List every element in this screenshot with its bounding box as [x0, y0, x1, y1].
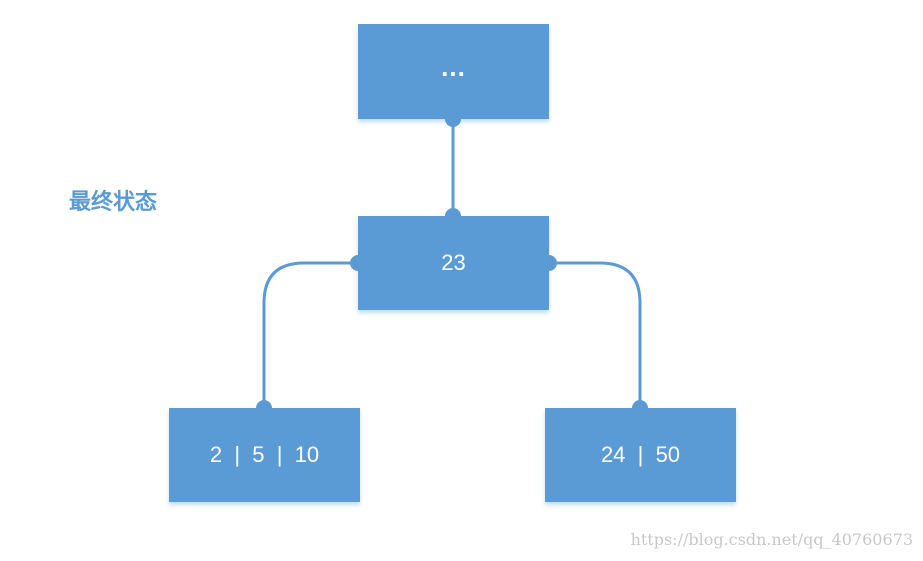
node-root-label: ...	[441, 52, 466, 82]
node-root: ...	[358, 24, 549, 119]
watermark-url: https://blog.csdn.net/qq_40760673	[630, 530, 913, 549]
node-middle: 23	[358, 216, 549, 310]
connector-middle-to-left	[262, 261, 358, 408]
node-left: 2 | 5 | 10	[169, 408, 360, 502]
node-left-label: 2 | 5 | 10	[209, 442, 320, 467]
connector-middle-to-right	[549, 261, 642, 408]
diagram-caption: 最终状态	[69, 190, 158, 215]
node-right: 24 | 50	[545, 408, 736, 502]
node-middle-label: 23	[441, 250, 466, 275]
node-right-label: 24 | 50	[600, 442, 681, 467]
